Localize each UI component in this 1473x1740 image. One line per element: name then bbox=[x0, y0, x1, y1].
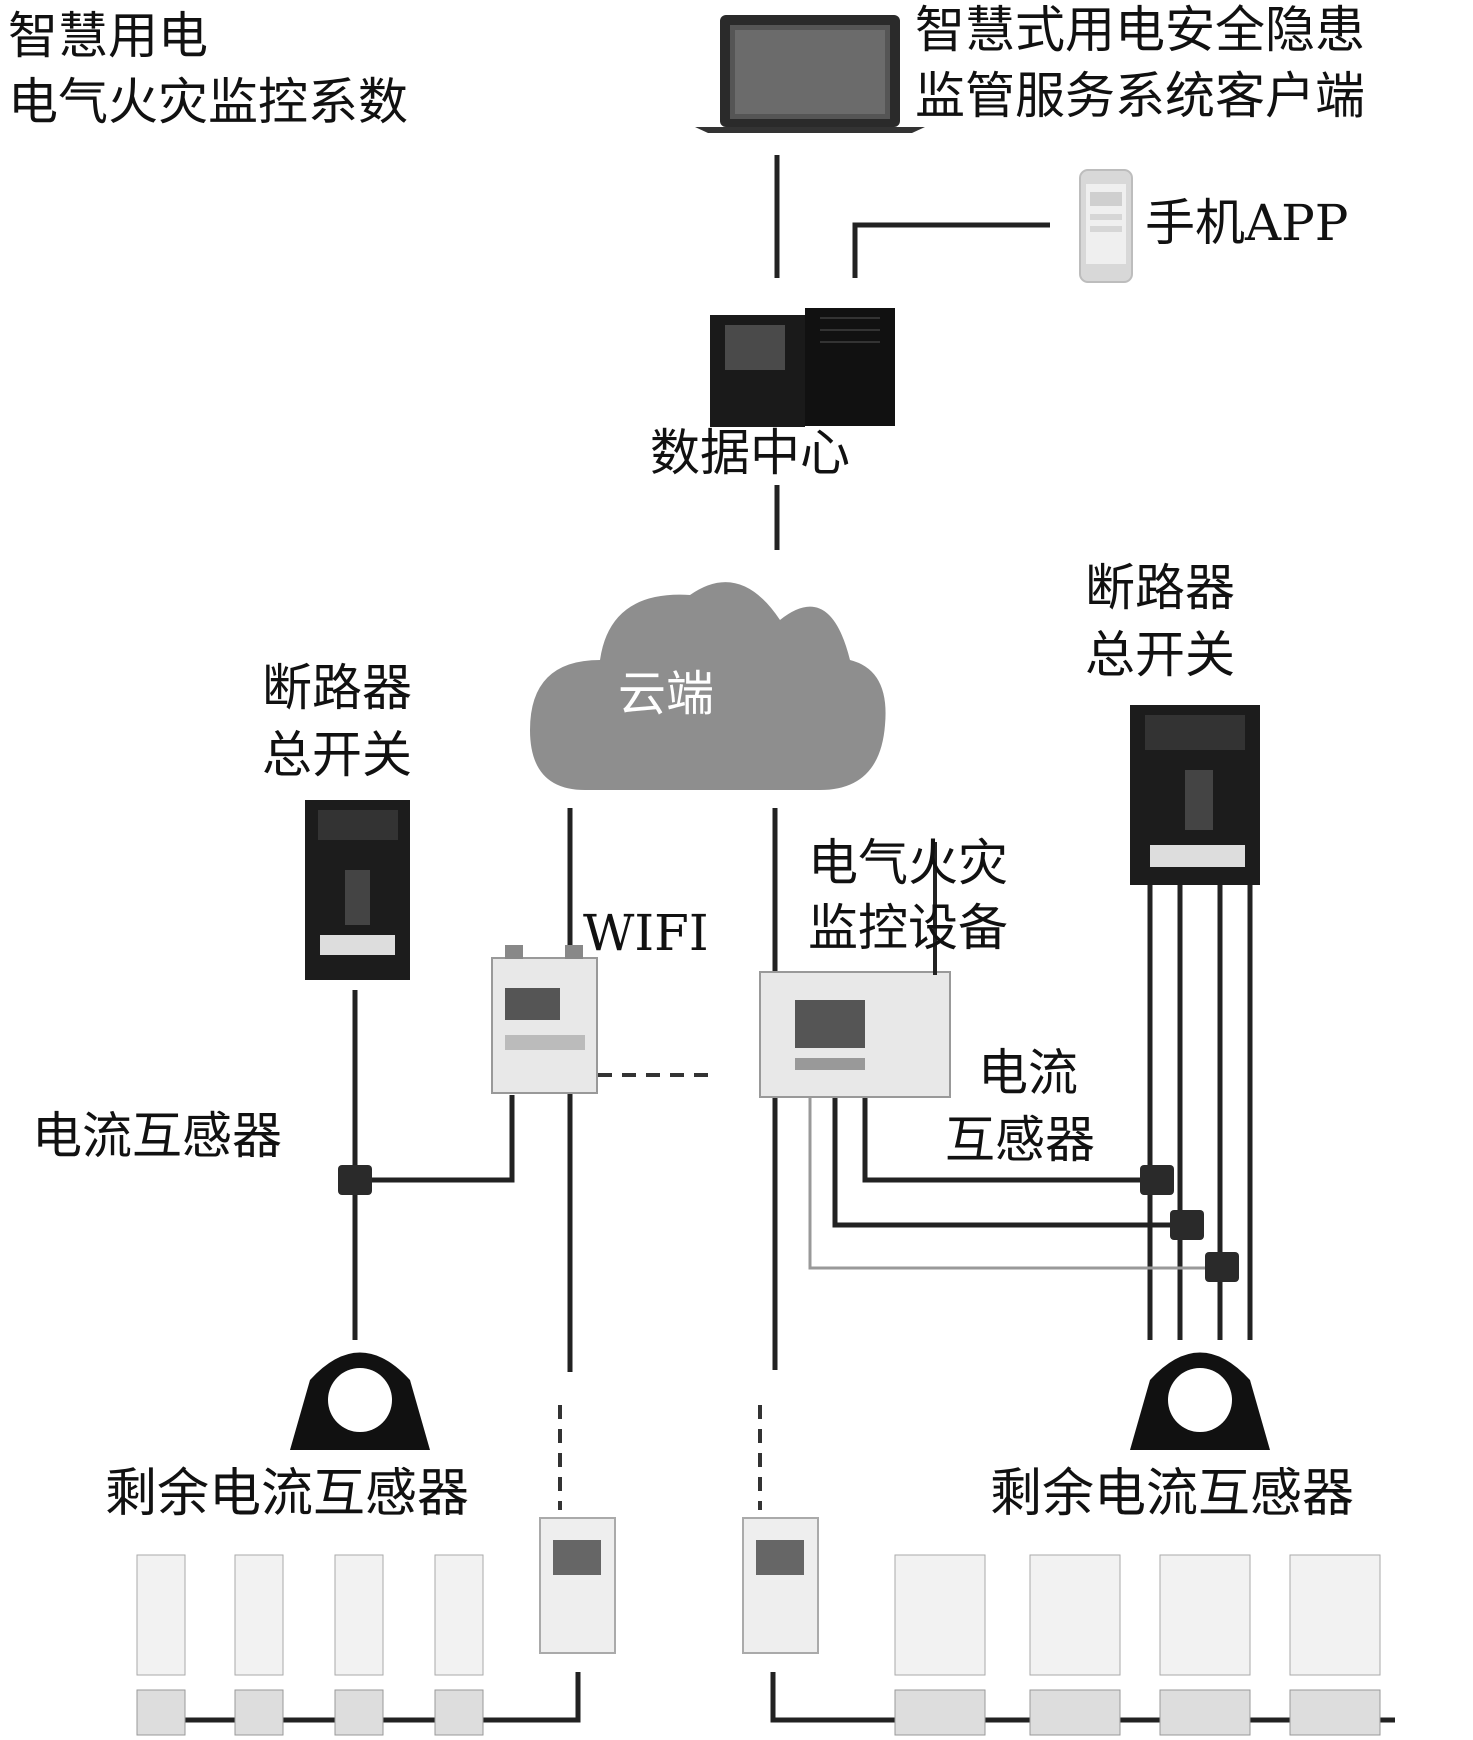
client-label-line2: 监管服务系统客户端 bbox=[915, 67, 1365, 125]
right-rct-icon bbox=[1130, 1352, 1270, 1450]
client-label-line1: 智慧式用电安全隐患 bbox=[915, 1, 1365, 59]
server-icon bbox=[710, 308, 895, 427]
left-mcb-row bbox=[136, 1554, 484, 1736]
right-ct-label-line1: 电流 bbox=[978, 1044, 1078, 1102]
right-breaker-label-line2: 总开关 bbox=[1085, 626, 1235, 684]
right-detector-icon bbox=[742, 1517, 819, 1654]
monitor-device-label-line1: 电气火灾 bbox=[808, 834, 1008, 892]
left-ct-label: 电流互感器 bbox=[32, 1107, 282, 1165]
right-mcb-row bbox=[894, 1554, 1381, 1736]
ct-icons bbox=[338, 1165, 1239, 1282]
cloud-icon bbox=[530, 582, 886, 790]
left-breaker-icon bbox=[305, 800, 410, 980]
wifi-module-icon bbox=[491, 945, 598, 1094]
laptop-icon bbox=[695, 15, 925, 133]
right-breaker-label-line1: 断路器 bbox=[1085, 559, 1235, 617]
left-breaker-label-line1: 断路器 bbox=[262, 659, 412, 717]
right-breaker-icon bbox=[1130, 705, 1260, 885]
mobile-app-label: 手机APP bbox=[1145, 194, 1349, 252]
system-title-line1: 智慧用电 bbox=[8, 7, 208, 65]
data-center-label: 数据中心 bbox=[650, 424, 850, 482]
monitor-device-icon bbox=[759, 842, 951, 1098]
system-title-line2: 电气火灾监控系数 bbox=[8, 73, 408, 131]
left-breaker-label-line2: 总开关 bbox=[262, 726, 412, 784]
left-detector-icon bbox=[539, 1517, 616, 1654]
wifi-label: WIFI bbox=[583, 904, 709, 962]
cloud-label: 云端 bbox=[618, 666, 715, 722]
left-rct-label: 剩余电流互感器 bbox=[105, 1464, 470, 1524]
left-rct-icon bbox=[290, 1352, 430, 1450]
monitor-device-label-line2: 监控设备 bbox=[808, 899, 1008, 957]
right-ct-label-line2: 互感器 bbox=[945, 1111, 1095, 1169]
right-rct-label: 剩余电流互感器 bbox=[990, 1464, 1355, 1524]
phone-icon bbox=[1079, 169, 1133, 283]
